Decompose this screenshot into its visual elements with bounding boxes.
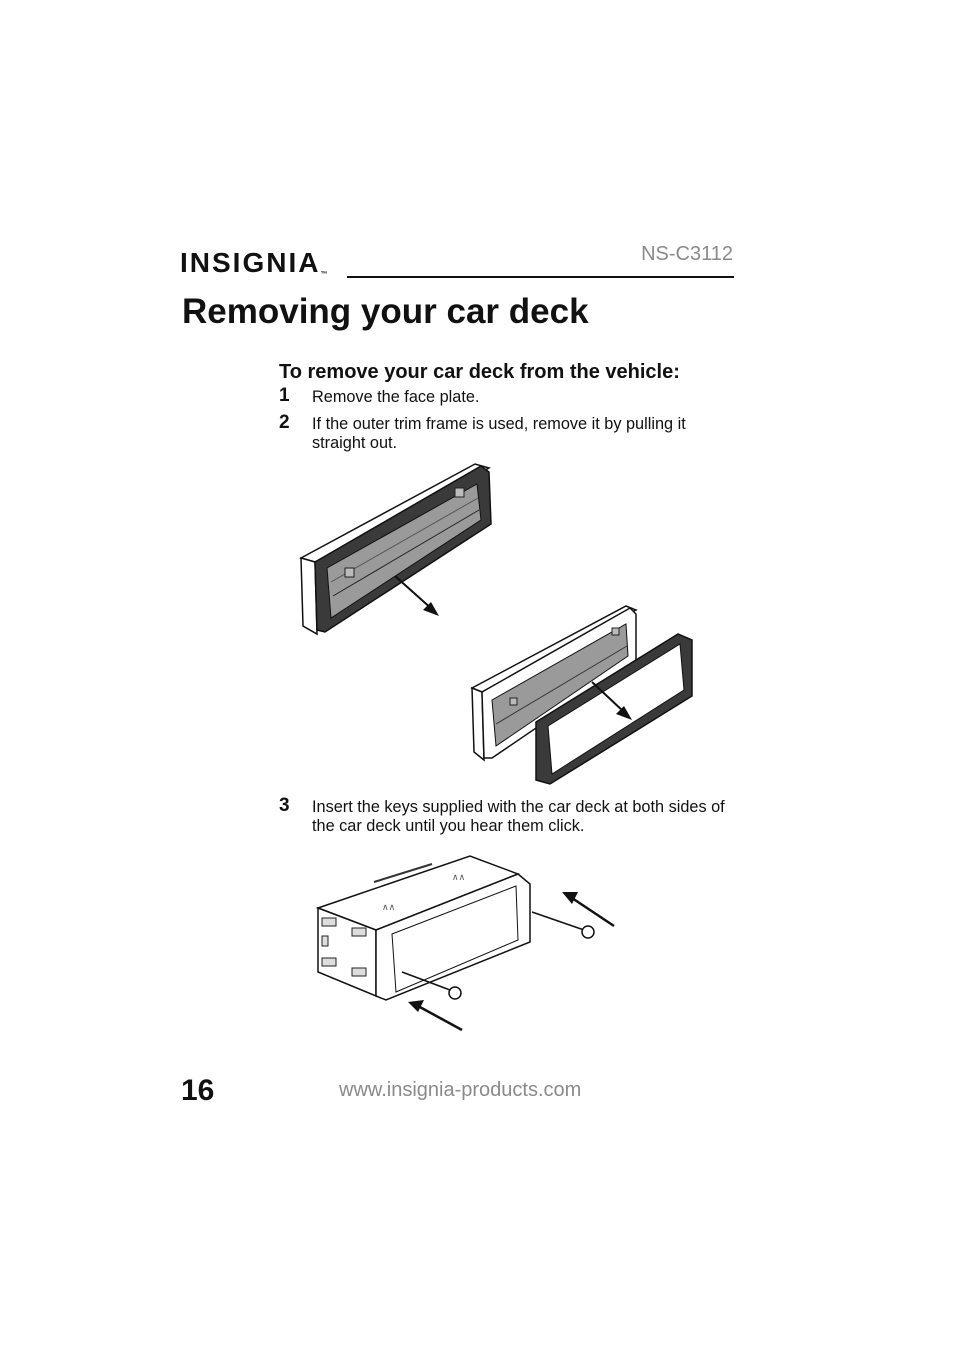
brand-logo: INSIGNIA™ (180, 238, 327, 288)
model-number: NS-C3112 (641, 243, 733, 265)
page-number: 16 (181, 1074, 215, 1107)
step-text: Remove the face plate. (312, 388, 480, 406)
brand-name: INSIGNIA (180, 247, 321, 278)
step-number: 3 (279, 795, 290, 816)
header-rule (347, 276, 734, 278)
step-number: 1 (279, 385, 290, 406)
trim-frame-removal-illustration (470, 605, 693, 785)
step-text: Insert the keys supplied with the car de… (312, 798, 725, 835)
key-insertion-illustration: ∧∧ ∧∧ (315, 855, 615, 1032)
svg-text:∧∧: ∧∧ (452, 873, 465, 883)
trademark-symbol: ™ (320, 271, 328, 278)
section-heading: To remove your car deck from the vehicle… (279, 361, 680, 383)
step-text: If the outer trim frame is used, remove … (312, 415, 686, 452)
step-number: 2 (279, 412, 290, 433)
faceplate-removal-illustration (299, 463, 492, 636)
footer-url-link[interactable]: www.insignia-products.com (339, 1079, 582, 1101)
page-title: Removing your car deck (182, 292, 589, 331)
svg-text:∧∧: ∧∧ (382, 903, 395, 913)
